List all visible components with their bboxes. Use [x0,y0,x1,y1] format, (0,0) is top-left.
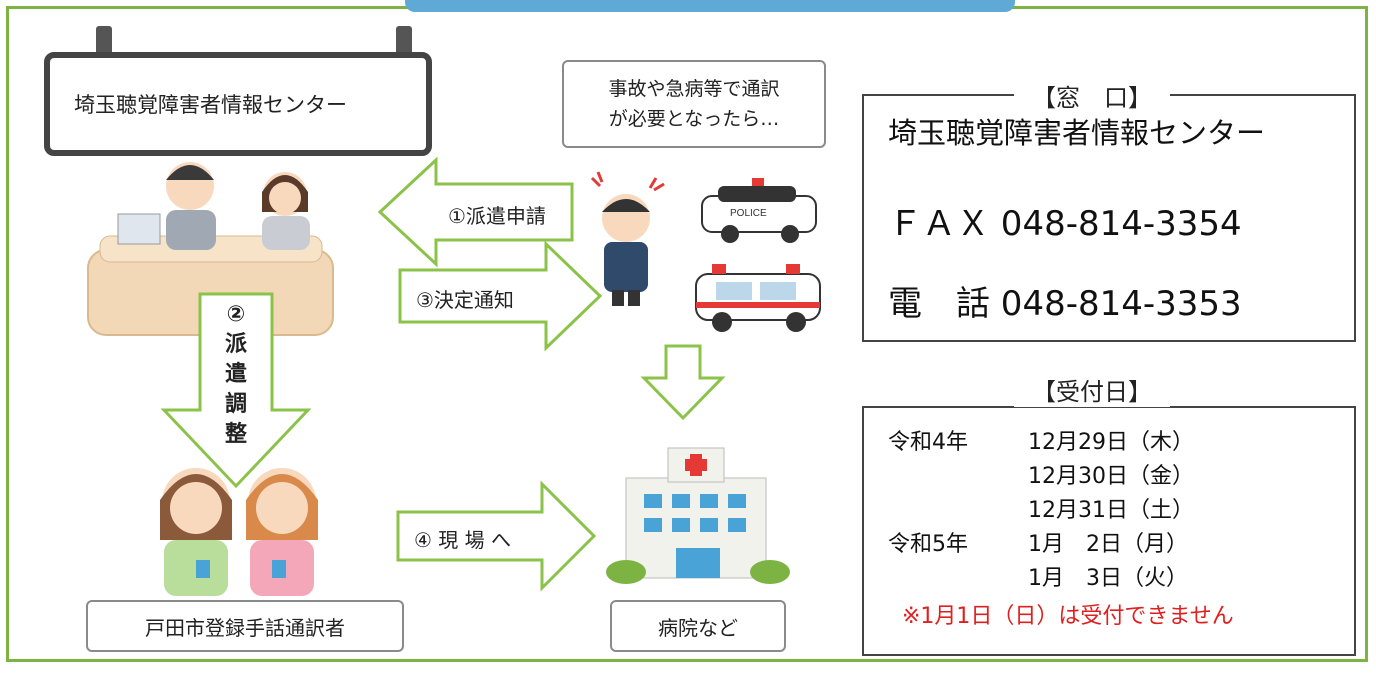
era-label: 令和4年 [888,430,968,455]
date-value: 1月 3日（火） [1028,566,1188,591]
trigger-text-line2: が必要となったら… [608,108,780,130]
center-sign: 埼玉聴覚障害者情報センター [44,52,432,156]
date-value: 1月 2日（月） [1028,532,1188,557]
contact-fax: ＦＡＸ 048-814-3354 [888,204,1242,244]
arrow-request-shape [377,156,574,268]
interpreters-illustration [160,468,318,596]
arrow-decision-label: ③決定通知 [416,288,514,312]
contact-title: 【窓 口】 [1014,78,1170,113]
hospital-label: 病院など [658,615,738,640]
reception-title: 【受付日】 [1014,372,1170,407]
adjust-char: ② [226,302,246,327]
era-label: 令和5年 [888,532,968,557]
date-value: 12月29日（木） [1028,430,1194,455]
adjust-char: 遣 [224,362,247,387]
adjust-char: 調 [224,392,247,417]
date-value: 12月31日（土） [1028,498,1194,523]
adjust-char: 整 [224,422,247,447]
reception-panel: 令和4年 12月29日（木） 12月30日（金） 12月31日（土） 令和5年 … [862,406,1356,656]
arrow-request-label: ①派遣申請 [448,204,546,228]
ambulance-illustration [695,264,821,332]
trigger-text-line1: 事故や急病等で通訳 [608,78,780,100]
arrow-adjust-shape [160,292,312,489]
center-sign-label: 埼玉聴覚障害者情報センター [74,93,347,117]
adjust-char: 派 [224,332,247,357]
arrow-decision-shape [398,240,603,352]
contact-panel: 埼玉聴覚障害者情報センター ＦＡＸ 048-814-3354 電 話 048-8… [862,94,1356,342]
hospital-box: 病院など [610,600,786,652]
arrow-site-label: ④ 現 場 へ [414,528,512,552]
arrow-adjust-label: ② 派 遣 調 整 [218,300,254,450]
arrow-hospital-shape [640,344,726,421]
trigger-box: 事故や急病等で通訳 が必要となったら… [562,60,826,148]
interpreters-label: 戸田市登録手話通訳者 [145,615,345,640]
contact-phone: 電 話 048-814-3353 [888,284,1242,324]
date-value: 12月30日（金） [1028,464,1194,489]
interpreters-box: 戸田市登録手話通訳者 [86,600,404,652]
reception-note: ※1月1日（日）は受付できません [902,604,1234,629]
hospital-illustration [606,447,790,584]
police-text: POLICE [730,208,767,219]
patient-illustration [590,171,665,306]
header-tab [405,0,1015,12]
police-car-illustration [701,178,817,243]
arrow-site-shape [396,480,597,592]
contact-name: 埼玉聴覚障害者情報センター [888,116,1266,150]
